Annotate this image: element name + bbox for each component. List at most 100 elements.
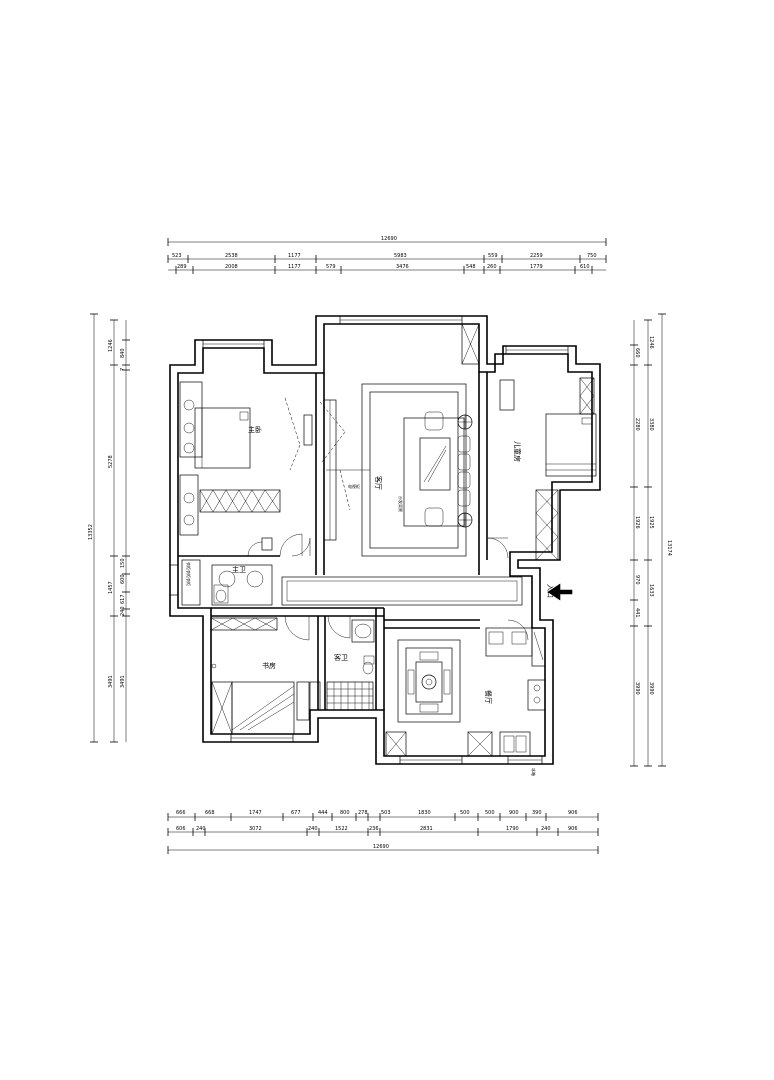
right-dim-3380: 3380 xyxy=(648,418,654,431)
bottom-dim-906b: 906 xyxy=(568,826,578,832)
bottom-dim-677: 677 xyxy=(291,810,301,816)
left-row1-ticks xyxy=(110,319,118,743)
bottom-dim-444: 444 xyxy=(318,810,328,816)
bottom-dim-2831: 2831 xyxy=(420,826,433,832)
top-dim-579: 579 xyxy=(326,264,336,270)
bottom-dim-390: 390 xyxy=(532,810,542,816)
living-room: 电视柜 客厅 沙发背景 xyxy=(291,383,473,557)
master-bath: 衣柜衣柜衣柜 主卫 xyxy=(181,537,273,606)
bottom-row2-ticks xyxy=(167,828,599,836)
top-dim-548: 548 xyxy=(466,264,476,270)
right-dim-2280: 2280 xyxy=(634,418,640,431)
master-bedroom-label: 主卧 xyxy=(248,425,262,434)
right-dim-441: 441 xyxy=(634,608,640,618)
right-row2-ticks xyxy=(630,344,638,767)
second-bedroom-label: 儿童房 xyxy=(513,441,522,462)
left-dim-1457: 1457 xyxy=(108,581,114,594)
bottom-dim-800: 800 xyxy=(340,810,350,816)
top-row1-ticks xyxy=(167,255,607,263)
entrance-label: 入口 xyxy=(546,584,554,598)
bottom-dim-500b: 500 xyxy=(485,810,495,816)
top-dim-523: 523 xyxy=(172,253,182,259)
wardrobe-cells xyxy=(199,489,281,513)
left-dim-240: 240 xyxy=(120,606,126,616)
second-bedroom: 儿童房 xyxy=(487,377,597,561)
bottom-dim-278: 278 xyxy=(358,810,368,816)
left-dim-3491b: 3491 xyxy=(120,675,126,688)
right-dim-660: 660 xyxy=(634,348,640,358)
right-dim-1246: 1246 xyxy=(648,336,654,349)
top-dim-3476: 3476 xyxy=(396,264,409,270)
top-row2-ticks xyxy=(175,266,593,274)
top-dim-2259: 2259 xyxy=(530,253,543,259)
master-bath-label: 主卫 xyxy=(232,565,246,574)
top-total-dimension: 12690 xyxy=(381,236,397,242)
left-dim-617: 617 xyxy=(120,594,126,604)
bottom-dim-666: 666 xyxy=(176,810,186,816)
top-dim-750: 750 xyxy=(587,253,597,259)
bottom-dim-1747: 1747 xyxy=(249,810,262,816)
guest-bath: 客卫 xyxy=(309,615,375,711)
left-dim-1246: 1246 xyxy=(108,339,114,352)
top-dim-260: 260 xyxy=(487,264,497,270)
top-dim-2008: 2008 xyxy=(225,264,238,270)
bottom-total-dimension: 12690 xyxy=(373,844,389,850)
left-dim-150: 150 xyxy=(120,558,126,568)
interior-walls xyxy=(178,372,523,710)
bottom-dim-606: 606 xyxy=(176,826,186,832)
bottom-dim-1522: 1522 xyxy=(335,826,348,832)
dining-label: 餐厅 xyxy=(484,690,493,704)
right-dim-1633: 1633 xyxy=(648,584,654,597)
left-dim-600: 600 xyxy=(120,574,126,584)
study-label: 书房 xyxy=(262,661,276,670)
bottom-dim-906: 906 xyxy=(568,810,578,816)
right-dim-1925: 1925 xyxy=(648,516,654,529)
top-dim-289: 289 xyxy=(177,264,187,270)
right-dim-970: 970 xyxy=(634,575,640,585)
top-dim-1779: 1779 xyxy=(530,264,543,270)
bottom-dim-240c: 240 xyxy=(541,826,551,832)
wardrobe-label: 衣柜衣柜衣柜 xyxy=(186,562,192,586)
bottom-dimensions: 666 668 1747 677 444 800 278 503 1830 50… xyxy=(167,810,599,854)
bottom-dim-500a: 500 xyxy=(460,810,470,816)
fridge-label: 冰箱 xyxy=(531,768,537,776)
left-dim-5278: 5278 xyxy=(108,455,114,468)
bottom-dim-900: 900 xyxy=(509,810,519,816)
sofa-label: 沙发背景 xyxy=(398,496,404,512)
bottom-dim-503: 503 xyxy=(381,810,391,816)
top-dim-1177: 1177 xyxy=(288,253,301,259)
exterior-walls xyxy=(169,315,601,765)
tv-label: 电视柜 xyxy=(348,483,360,489)
entrance-arrow-icon xyxy=(547,583,573,601)
top-dimensions: 12690 523 2538 1177 5983 559 2259 750 xyxy=(167,236,607,274)
bottom-dim-240b: 240 xyxy=(308,826,318,832)
shaft xyxy=(461,323,480,365)
right-dim-3990: 3990 xyxy=(648,682,654,695)
top-dim-1177b: 1177 xyxy=(288,264,301,270)
bottom-dim-668: 668 xyxy=(205,810,215,816)
bottom-dim-240a: 240 xyxy=(196,826,206,832)
right-total-dimension: 13174 xyxy=(666,540,672,556)
dining-room: 餐厅 冰箱 xyxy=(385,619,546,776)
top-dim-610: 610 xyxy=(580,264,590,270)
left-row2-ticks xyxy=(122,339,130,617)
bottom-row1-ticks xyxy=(167,813,599,821)
left-total-dimension: 13352 xyxy=(88,524,94,540)
top-dim-2538: 2538 xyxy=(225,253,238,259)
guest-bath-label: 客卫 xyxy=(334,653,348,662)
entrance: 入口 xyxy=(546,583,573,601)
bottom-dim-1830: 1830 xyxy=(418,810,431,816)
right-row1-ticks xyxy=(644,319,652,767)
bottom-dim-3072: 3072 xyxy=(249,826,262,832)
right-dim-3990b: 3990 xyxy=(634,682,640,695)
left-dim-840: 840 xyxy=(120,348,126,358)
left-dim-7: 7 xyxy=(120,368,126,371)
bottom-dim-236: 236 xyxy=(369,826,379,832)
left-dimensions: 13352 1246 5278 1457 3491 840 7 150 600 … xyxy=(88,313,130,743)
top-dim-5983: 5983 xyxy=(394,253,407,259)
right-dim-1926: 1926 xyxy=(634,516,640,529)
right-dimensions: 13174 1246 3380 1925 1633 3990 660 2280 … xyxy=(630,313,672,767)
left-dim-3491: 3491 xyxy=(108,675,114,688)
master-bedroom: 主卧 xyxy=(179,381,313,557)
